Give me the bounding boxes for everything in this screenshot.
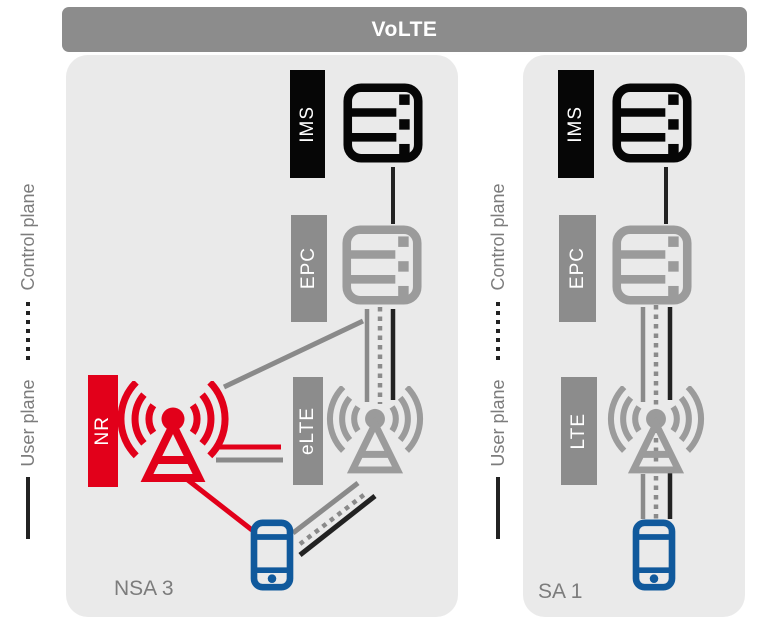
sa1-ims-label: IMS [558, 70, 594, 178]
legend-sa1: User plane Control plane [480, 136, 516, 586]
user-plane-label: User plane [487, 379, 508, 467]
nsa3-phone-icon [250, 519, 294, 591]
user-plane-line-sample [496, 476, 500, 539]
nsa3-enb-ue-user-line [291, 481, 360, 535]
volte-banner: VoLTE [62, 7, 747, 52]
sa1-lte-label: LTE [561, 377, 597, 485]
nsa3-epc-server-icon [342, 225, 422, 305]
nsa3-enb-ue-control-line [298, 492, 367, 546]
nsa3-elte-antenna-icon [327, 386, 423, 474]
nsa3-epc-nr-line [222, 318, 365, 390]
sa1-lte-antenna-icon [608, 386, 704, 474]
nsa3-panel-name: NSA 3 [114, 577, 174, 600]
sa1-phone-icon [632, 519, 676, 591]
user-plane-line-sample [26, 476, 30, 539]
sa1-panel-name: SA 1 [538, 580, 583, 603]
user-plane-label: User plane [17, 379, 38, 467]
control-plane-dotted-sample [496, 299, 500, 360]
sa1-epc-server-icon [612, 225, 692, 305]
nsa3-ims-server-icon [343, 83, 423, 163]
legend-nsa3: User plane Control plane [10, 136, 46, 586]
nsa3-epc-label: EPC [291, 215, 327, 322]
volte-banner-title: VoLTE [371, 17, 438, 41]
nsa3-ims-label: IMS [290, 70, 325, 178]
control-plane-label: Control plane [17, 183, 38, 291]
control-plane-label: Control plane [487, 183, 508, 291]
nsa3-nr-antenna-icon [117, 381, 229, 482]
control-plane-dotted-sample [26, 299, 30, 360]
nsa3-elte-label: eLTE [293, 377, 323, 485]
nsa3-nr-label: NR [88, 375, 118, 487]
sa1-ims-server-icon [612, 83, 692, 163]
sa1-epc-label: EPC [559, 215, 596, 322]
nsa3-nr-ue-line [182, 475, 254, 532]
nsa3-enb-ue-black-line [298, 494, 377, 557]
